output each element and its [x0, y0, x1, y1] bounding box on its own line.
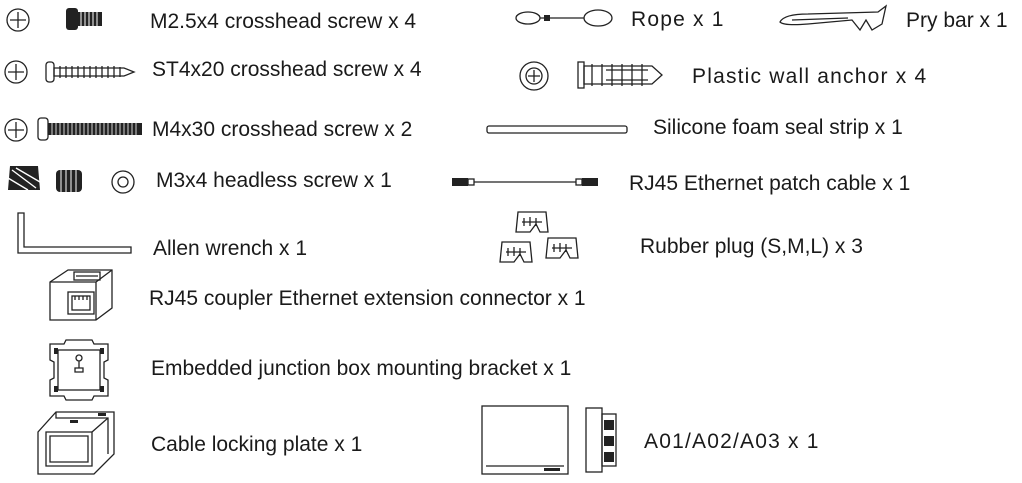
rope-label: Rope x 1 — [631, 8, 725, 31]
hex-socket-icon — [108, 168, 138, 196]
pry-bar-icon — [778, 4, 890, 38]
rubber-plug-icon — [496, 208, 588, 272]
rj45-coupler-icon — [44, 268, 116, 324]
rope-icon — [510, 5, 614, 31]
headless-screw-side-icon — [54, 167, 84, 195]
allen-wrench-icon — [15, 211, 135, 259]
m4-screw-label: M4x30 crosshead screw x 2 — [152, 118, 413, 141]
m25-screw-icon — [64, 5, 104, 33]
crosshead-screw-head-icon — [2, 116, 30, 144]
allen-wrench-label: Allen wrench x 1 — [153, 237, 308, 260]
locking-plate-label: Cable locking plate x 1 — [151, 433, 363, 456]
mounting-bracket-icon — [44, 338, 114, 402]
seal-strip-label: Silicone foam seal strip x 1 — [653, 116, 903, 139]
coupler-label: RJ45 coupler Ethernet extension connecto… — [149, 287, 586, 310]
device-side-icon — [584, 406, 620, 474]
m3-screw-label: M3x4 headless screw x 1 — [156, 169, 392, 192]
wall-anchor-icon — [576, 60, 666, 90]
st4-screw-label: ST4x20 crosshead screw x 4 — [152, 58, 422, 81]
pry-bar-label: Pry bar x 1 — [906, 9, 1008, 32]
device-front-icon — [480, 404, 570, 476]
crosshead-screw-head-icon — [4, 6, 32, 34]
locking-plate-icon — [36, 410, 116, 476]
st4-screw-icon — [44, 60, 136, 84]
bracket-label: Embedded junction box mounting bracket x… — [151, 357, 572, 380]
device-label: A01/A02/A03 x 1 — [644, 430, 820, 453]
patch-cable-label: RJ45 Ethernet patch cable x 1 — [629, 172, 911, 195]
headless-screw-icon — [4, 160, 44, 196]
wall-anchor-label: Plastic wall anchor x 4 — [692, 65, 928, 88]
m4-screw-icon — [36, 116, 144, 142]
m25-screw-label: M2.5x4 crosshead screw x 4 — [150, 10, 417, 33]
rubber-plug-label: Rubber plug (S,M,L) x 3 — [640, 235, 863, 258]
crosshead-screw-head-icon — [2, 58, 30, 86]
seal-strip-icon — [486, 124, 628, 136]
ethernet-cable-icon — [450, 174, 600, 190]
wall-anchor-head-icon — [518, 60, 550, 92]
